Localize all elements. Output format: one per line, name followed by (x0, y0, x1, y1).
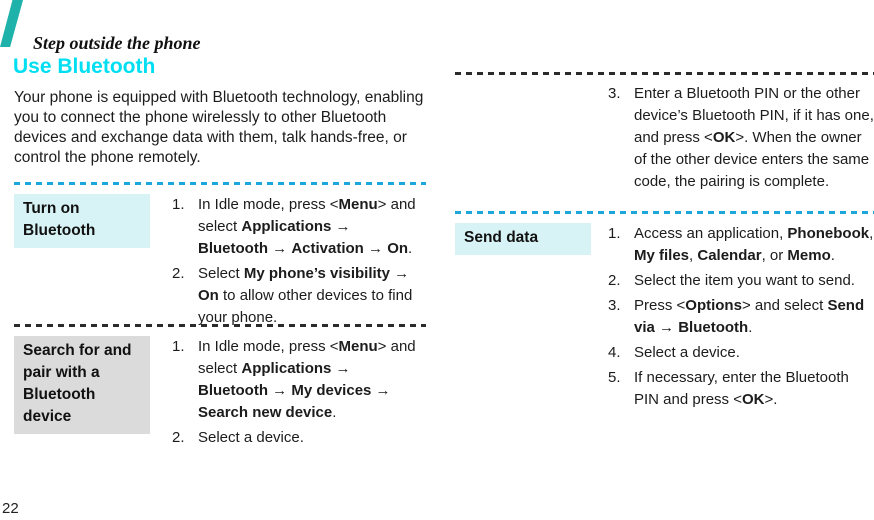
step-list: 3. Enter a Bluetooth PIN or the other de… (608, 83, 874, 193)
step-text: In Idle mode, press <Menu> and select Ap… (198, 338, 416, 421)
step-text: Select My phone’s visibility → On to all… (198, 265, 413, 326)
section-label: Turn on Bluetooth (14, 194, 150, 248)
step-item: 1. In Idle mode, press <Menu> and select… (172, 336, 416, 424)
step-number: 1. (608, 225, 621, 242)
step-list: 1. In Idle mode, press <Menu> and select… (172, 336, 416, 452)
step-item: 3. Press <Options> and select Send via →… (608, 295, 874, 339)
step-number: 2. (172, 429, 185, 446)
step-number: 2. (172, 265, 185, 282)
step-list: 1. In Idle mode, press <Menu> and select… (172, 194, 416, 332)
step-number: 1. (172, 196, 185, 213)
section-turn-on-bluetooth: Turn on Bluetooth 1. In Idle mode, press… (14, 182, 426, 332)
dashed-divider (14, 324, 426, 327)
chapter-eyebrow: Step outside the phone (33, 33, 201, 53)
section-search-pair-continued: 3. Enter a Bluetooth PIN or the other de… (455, 72, 874, 196)
step-text: If necessary, enter the Bluetooth PIN an… (634, 369, 849, 408)
step-text: Press <Options> and select Send via → Bl… (634, 297, 865, 336)
step-item: 2. Select a device. (172, 427, 416, 449)
step-text: In Idle mode, press <Menu> and select Ap… (198, 196, 416, 257)
corner-accent-shape (0, 0, 24, 47)
page-title: Use Bluetooth (13, 55, 156, 78)
step-item: 1. In Idle mode, press <Menu> and select… (172, 194, 416, 260)
step-text: Select a device. (634, 344, 740, 361)
step-text: Enter a Bluetooth PIN or the other devic… (634, 85, 874, 190)
step-text: Access an application, Phonebook, My fil… (634, 225, 874, 264)
step-item: 3. Enter a Bluetooth PIN or the other de… (608, 83, 874, 193)
intro-paragraph: Your phone is equipped with Bluetooth te… (14, 89, 424, 166)
step-item: 4. Select a device. (608, 342, 874, 364)
step-item: 2. Select the item you want to send. (608, 270, 874, 292)
dashed-divider (14, 182, 426, 185)
page-number: 22 (2, 500, 19, 517)
step-item: 1. Access an application, Phonebook, My … (608, 223, 874, 267)
step-number: 2. (608, 272, 621, 289)
step-text: Select a device. (198, 429, 304, 446)
section-search-pair: Search for and pair with a Bluetooth dev… (14, 324, 426, 452)
step-item: 2. Select My phone’s visibility → On to … (172, 263, 416, 329)
step-item: 5. If necessary, enter the Bluetooth PIN… (608, 367, 874, 411)
step-number: 5. (608, 369, 621, 386)
step-list: 1. Access an application, Phonebook, My … (608, 223, 874, 414)
step-number: 3. (608, 297, 621, 314)
step-number: 3. (608, 85, 621, 102)
section-send-data: Send data 1. Access an application, Phon… (455, 211, 874, 414)
dashed-divider (455, 211, 874, 214)
section-label: Send data (455, 223, 591, 255)
step-text: Select the item you want to send. (634, 272, 855, 289)
step-number: 1. (172, 338, 185, 355)
step-number: 4. (608, 344, 621, 361)
dashed-divider (455, 72, 874, 75)
section-label: Search for and pair with a Bluetooth dev… (14, 336, 150, 434)
